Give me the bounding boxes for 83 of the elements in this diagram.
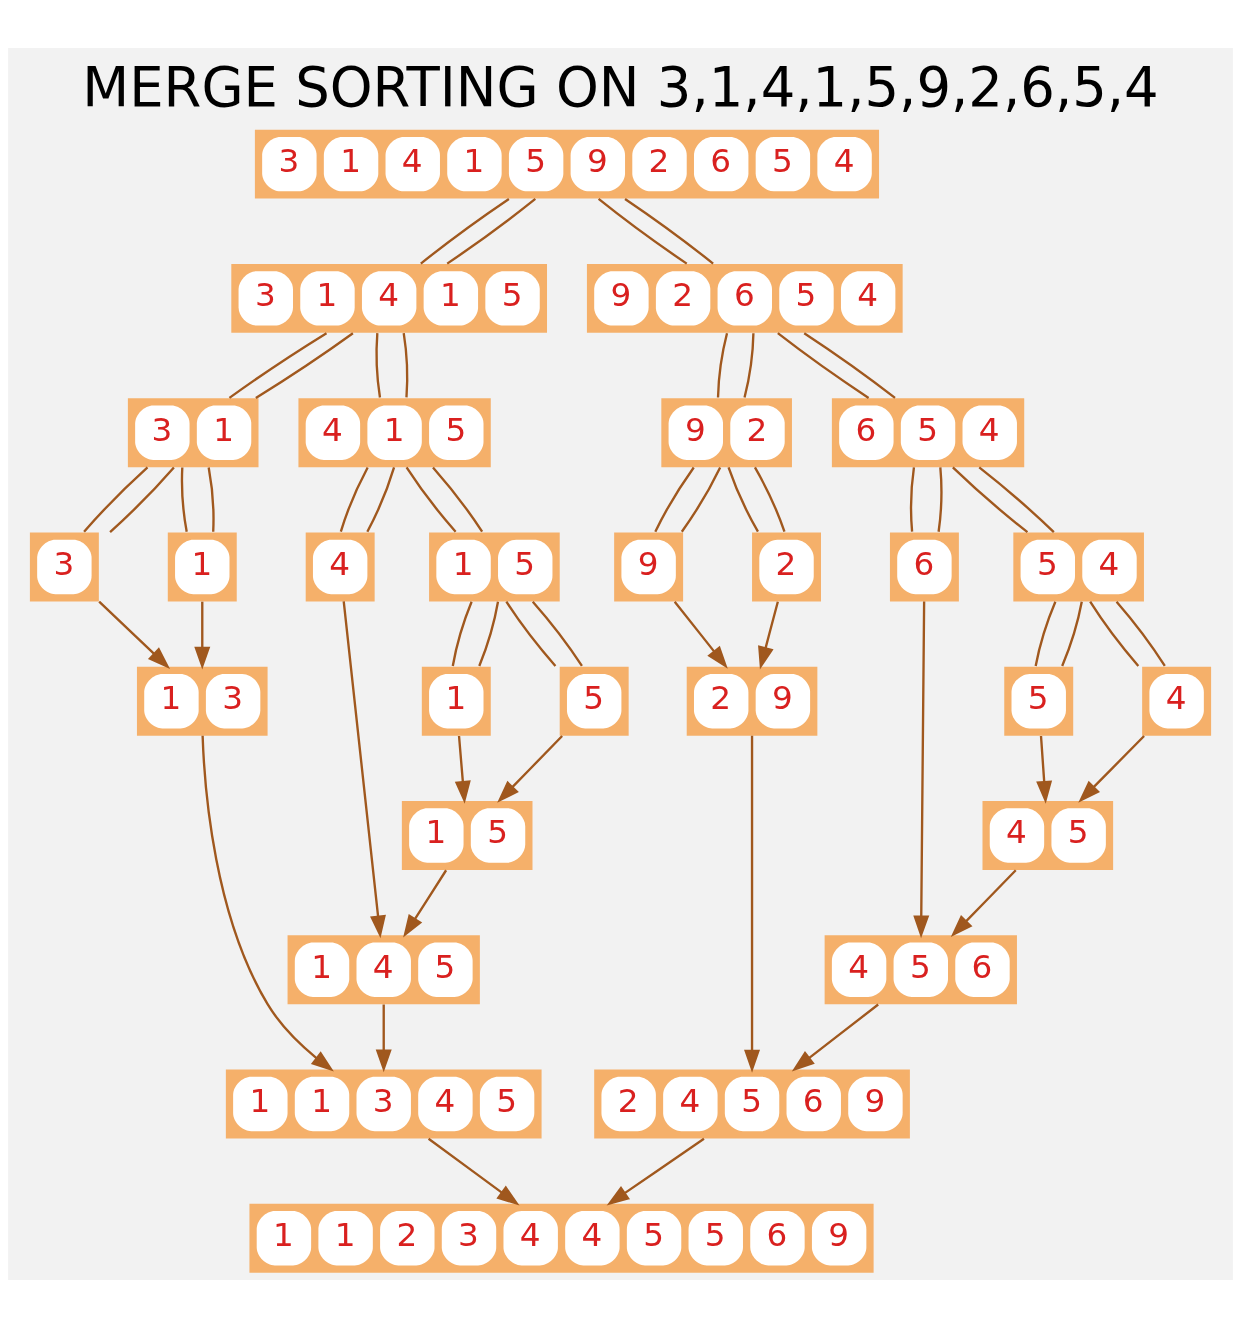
connector	[1115, 600, 1166, 667]
connector	[978, 466, 1055, 533]
node-box: 3	[29, 531, 99, 601]
connector	[405, 466, 457, 532]
connector	[937, 466, 943, 532]
node-box: 5 4	[1013, 531, 1144, 601]
connector	[716, 332, 729, 397]
connector	[420, 197, 510, 265]
node-box: 5	[559, 666, 629, 736]
diagram-title: MERGE SORTING ON 3,1,4,1,5,9,2,6,5,4	[82, 54, 1159, 119]
connector	[1034, 600, 1057, 666]
node-box: 1	[421, 666, 491, 736]
arrow	[194, 601, 211, 670]
node-box: 9 2 6 5 4	[586, 263, 903, 333]
connector	[375, 332, 382, 398]
arrow	[98, 600, 171, 669]
connector	[803, 331, 896, 399]
connector	[339, 466, 369, 532]
connector	[451, 600, 473, 666]
node-box: 6 5 4	[831, 397, 1025, 467]
connector	[743, 332, 755, 398]
node-box: 1 5	[429, 531, 560, 601]
node-box: 4 5 6	[824, 934, 1017, 1004]
node-box: 3 1 4 1 5	[231, 263, 547, 333]
connector	[727, 466, 759, 532]
connector	[597, 197, 688, 265]
connector	[654, 466, 695, 532]
arrow	[758, 600, 779, 669]
node-box: 5	[1004, 666, 1074, 736]
arrow	[342, 600, 386, 938]
node-box: 4	[305, 531, 375, 601]
connector	[83, 466, 149, 532]
node-box: 2 4 5 6 9	[594, 1069, 910, 1138]
connector	[1061, 601, 1083, 666]
node-box: 1 3	[136, 666, 268, 736]
connector	[909, 466, 916, 532]
connector	[478, 601, 500, 666]
node-box: 1 5	[401, 800, 533, 870]
arrow	[606, 1137, 705, 1206]
arrow	[497, 734, 563, 803]
node-box: 4	[1142, 666, 1212, 736]
node-box: 2	[752, 531, 821, 601]
arrow	[403, 869, 448, 938]
node-box: 4 5	[982, 800, 1114, 870]
arrow	[201, 735, 334, 1072]
arrow	[673, 600, 728, 669]
arrow	[375, 1004, 392, 1072]
node-box: 1 4 5	[287, 934, 480, 1004]
connector	[255, 331, 354, 399]
node-box: 9	[614, 531, 684, 601]
connector	[624, 197, 714, 265]
connector	[753, 466, 786, 532]
arrow	[454, 735, 471, 804]
connector	[180, 466, 188, 532]
connector	[402, 332, 409, 397]
node-box: 3 1 4 1 5 9 2 6 5 4	[254, 129, 880, 199]
node-box: 2 9	[686, 666, 818, 736]
node-box: 1	[167, 531, 237, 601]
connector	[228, 331, 328, 399]
node-box: 4 1 5	[298, 397, 491, 467]
connector	[531, 600, 583, 667]
node-box: 9 2	[661, 397, 792, 467]
arrow	[791, 1003, 879, 1071]
connector	[446, 197, 537, 265]
arrow	[1078, 734, 1145, 803]
arrow	[950, 868, 1017, 937]
connector	[207, 466, 215, 532]
node-box: 1 1 3 4 5	[225, 1069, 542, 1138]
node-box: 1 1 2 3 4 4 5 5 6 9	[249, 1203, 874, 1273]
arrow	[744, 735, 761, 1073]
node-box: 3 1	[127, 397, 259, 467]
connector	[680, 466, 722, 532]
connector	[777, 331, 870, 399]
arrow	[1036, 735, 1053, 804]
connector	[505, 600, 557, 667]
connector	[432, 466, 484, 532]
node-box: 6	[889, 531, 959, 601]
connector	[1089, 600, 1140, 667]
connector	[109, 466, 175, 533]
connector	[366, 466, 396, 532]
arrow	[427, 1137, 520, 1206]
connector	[952, 466, 1029, 533]
arrow	[913, 600, 930, 938]
